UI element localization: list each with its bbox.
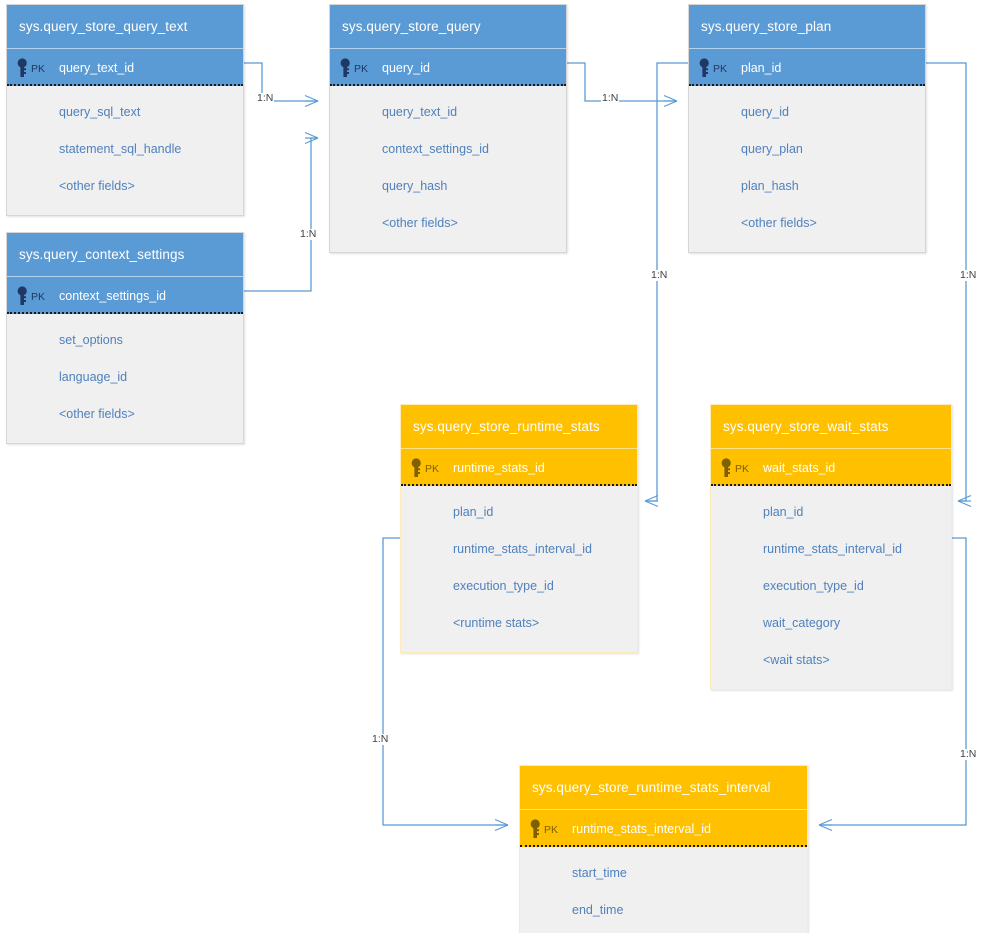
primary-key-field-name: runtime_stats_interval_id bbox=[572, 822, 711, 836]
field-row[interactable]: <other fields> bbox=[741, 216, 817, 230]
field-row[interactable]: context_settings_id bbox=[382, 142, 490, 156]
primary-key-row[interactable]: PK runtime_stats_id bbox=[401, 448, 637, 486]
field-row[interactable]: plan_hash bbox=[741, 179, 799, 193]
primary-key-icon: PK bbox=[699, 49, 727, 87]
cardinality-label: 1:N bbox=[371, 733, 390, 745]
primary-key-icon: PK bbox=[411, 449, 439, 487]
field-row[interactable]: <wait stats> bbox=[763, 653, 830, 667]
cardinality-label: 1:N bbox=[299, 228, 318, 240]
field-row[interactable]: start_time bbox=[572, 866, 627, 880]
field-list: start_time end_time bbox=[520, 847, 807, 933]
field-row[interactable]: query_id bbox=[741, 105, 789, 119]
field-row[interactable]: statement_sql_handle bbox=[59, 142, 182, 156]
field-row[interactable]: set_options bbox=[59, 333, 123, 347]
pk-badge-label: PK bbox=[354, 63, 369, 76]
pk-badge-label: PK bbox=[31, 291, 46, 304]
primary-key-row[interactable]: PK plan_id bbox=[689, 48, 925, 86]
cardinality-label: 1:N bbox=[650, 269, 669, 281]
primary-key-field-name: query_id bbox=[382, 61, 430, 75]
entity-title: sys.query_store_query bbox=[330, 5, 566, 48]
primary-key-icon: PK bbox=[17, 49, 45, 87]
field-row[interactable]: end_time bbox=[572, 903, 624, 917]
pk-badge-label: PK bbox=[31, 63, 46, 76]
field-list: plan_id runtime_stats_interval_id executio… bbox=[401, 486, 637, 652]
entity-title: sys.query_store_query_text bbox=[7, 5, 243, 48]
field-list: plan_id runtime_stats_interval_id executio… bbox=[711, 486, 951, 689]
connector-line bbox=[244, 137, 318, 292]
primary-key-row[interactable]: PK wait_stats_id bbox=[711, 448, 951, 486]
primary-key-icon: PK bbox=[721, 449, 749, 487]
field-list: query_id query_plan plan_hash <other fields… bbox=[689, 86, 925, 252]
field-row[interactable]: execution_type_id bbox=[453, 579, 554, 593]
connector-line bbox=[567, 62, 677, 102]
pk-badge-label: PK bbox=[544, 824, 559, 837]
field-row[interactable]: <runtime stats> bbox=[453, 616, 540, 630]
field-row[interactable]: query_hash bbox=[382, 179, 448, 193]
entity-title: sys.query_store_wait_stats bbox=[711, 405, 951, 448]
primary-key-icon: PK bbox=[340, 49, 368, 87]
pk-badge-label: PK bbox=[735, 463, 750, 476]
field-row[interactable]: <other fields> bbox=[59, 407, 135, 421]
rel-query-to-plan[interactable] bbox=[567, 62, 678, 108]
primary-key-row[interactable]: PK runtime_stats_interval_id bbox=[520, 809, 807, 847]
field-list: query_sql_text statement_sql_handle <other… bbox=[7, 86, 243, 215]
field-row[interactable]: <other fields> bbox=[382, 216, 458, 230]
field-row[interactable]: query_text_id bbox=[382, 105, 458, 119]
field-row[interactable]: plan_id bbox=[453, 505, 494, 519]
primary-key-row[interactable]: PK context_settings_id bbox=[7, 276, 243, 314]
primary-key-icon: PK bbox=[17, 277, 45, 315]
primary-key-row[interactable]: PK query_id bbox=[330, 48, 566, 86]
field-row[interactable]: <other fields> bbox=[59, 179, 135, 193]
primary-key-field-name: query_text_id bbox=[59, 61, 135, 75]
entity-title: sys.query_store_plan bbox=[689, 5, 925, 48]
primary-key-field-name: context_settings_id bbox=[59, 289, 167, 303]
field-row[interactable]: runtime_stats_interval_id bbox=[453, 542, 592, 556]
primary-key-icon: PK bbox=[530, 810, 558, 848]
rel-context-settings-to-query[interactable] bbox=[244, 131, 319, 292]
primary-key-field-name: wait_stats_id bbox=[763, 461, 836, 475]
entity-title: sys.query_context_settings bbox=[7, 233, 243, 276]
connector-line bbox=[645, 62, 688, 502]
primary-key-field-name: runtime_stats_id bbox=[453, 461, 545, 475]
cardinality-label: 1:N bbox=[959, 748, 978, 760]
cardinality-label: 1:N bbox=[256, 92, 275, 104]
rel-plan-to-runtime-stats[interactable] bbox=[644, 62, 688, 508]
field-row[interactable]: runtime_stats_interval_id bbox=[763, 542, 902, 556]
field-row[interactable]: wait_category bbox=[763, 616, 841, 630]
pk-badge-label: PK bbox=[713, 63, 728, 76]
field-row[interactable]: query_sql_text bbox=[59, 105, 141, 119]
entity-title: sys.query_store_runtime_stats bbox=[401, 405, 637, 448]
field-row[interactable]: execution_type_id bbox=[763, 579, 864, 593]
field-list: query_text_id context_settings_id query_ha… bbox=[330, 86, 566, 252]
pk-badge-label: PK bbox=[425, 463, 440, 476]
field-row[interactable]: language_id bbox=[59, 370, 128, 384]
field-list: set_options language_id <other fields> bbox=[7, 314, 243, 443]
cardinality-label: 1:N bbox=[959, 269, 978, 281]
field-row[interactable]: plan_id bbox=[763, 505, 804, 519]
primary-key-field-name: plan_id bbox=[741, 61, 782, 75]
entity-title: sys.query_store_runtime_stats_interval bbox=[520, 766, 807, 809]
cardinality-label: 1:N bbox=[601, 92, 620, 104]
primary-key-row[interactable]: PK query_text_id bbox=[7, 48, 243, 86]
field-row[interactable]: query_plan bbox=[741, 142, 803, 156]
